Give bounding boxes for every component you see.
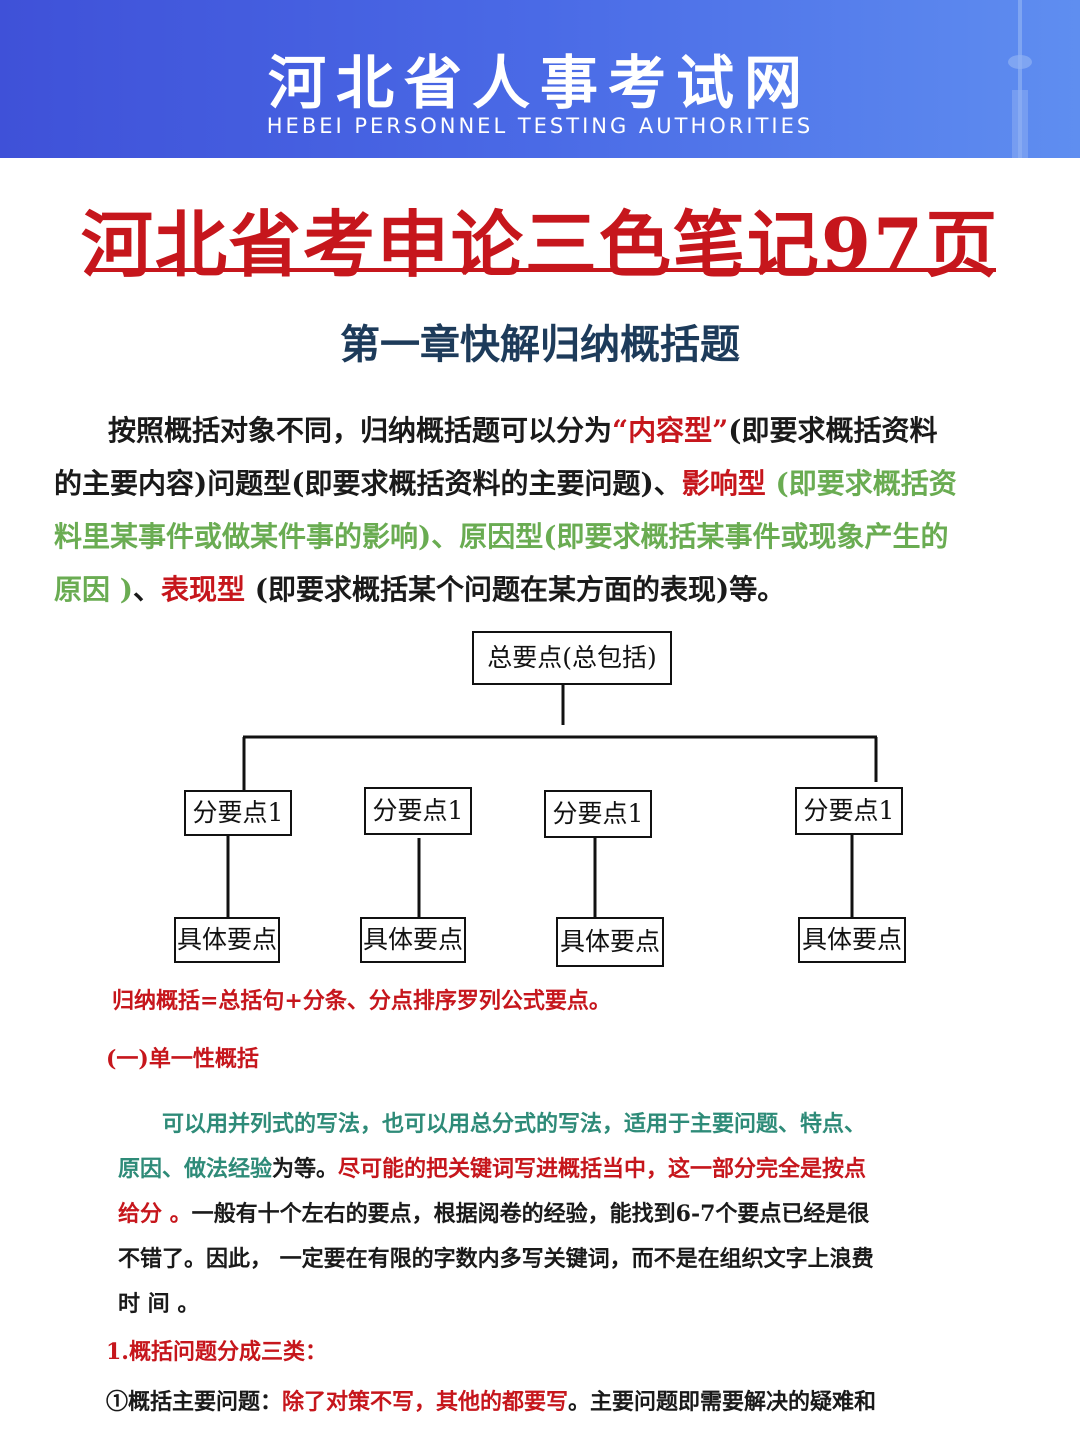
intro-text: (即要求概括资料 — [728, 414, 938, 447]
type-content: “内容型” — [612, 414, 729, 447]
section-heading: (一)单一性概括 — [106, 1046, 259, 1072]
para-text-teal: 可以用并列式的写法，也可以用总分式的写法，适用于主要问题、特点、 — [162, 1111, 867, 1137]
site-banner: 河北省人事考试网 HEBEI PERSONNEL TESTING AUTHORI… — [0, 0, 1080, 158]
site-name-english: HEBEI PERSONNEL TESTING AUTHORITIES — [266, 114, 814, 138]
section-paragraph: 可以用并列式的写法，也可以用总分式的写法，适用于主要问题、特点、 原因、做法经验… — [118, 1102, 1018, 1327]
page-title: 河北省考申论三色笔记97页 — [80, 202, 1000, 287]
diagram-branch-node: 分要点1 — [795, 787, 903, 835]
type-impact: 影响型 — [681, 467, 766, 500]
intro-text: (即要求概括某个问题在某方面的表现)等。 — [245, 573, 786, 606]
title-underline — [86, 268, 996, 272]
diagram-leaf-node: 具体要点 — [556, 917, 664, 967]
diagram-root-node: 总要点(总包括) — [472, 631, 672, 685]
intro-paragraph: 按照概括对象不同，归纳概括题可以分为“内容型”(即要求概括资料 的主要内容)问题… — [54, 404, 1024, 616]
list-item-text: 。主要问题即需要解决的疑难和 — [568, 1389, 877, 1415]
para-text-red: 尽可能的把关键词写进概括当中，这一部分完全是按点 — [338, 1156, 867, 1182]
diagram-leaf-node: 具体要点 — [798, 917, 906, 963]
site-name: 河北省人事考试网 — [267, 49, 812, 117]
intro-text: 按照概括对象不同，归纳概括题可以分为 — [108, 414, 613, 447]
para-text-red: 给分 。 — [118, 1201, 192, 1227]
list-item-label: ①概括主要问题： — [106, 1389, 283, 1415]
diagram-leaf-node: 具体要点 — [174, 917, 280, 963]
intro-text: 的主要内容)问题型(即要求概括资料的主要问题)、 — [54, 467, 682, 500]
para-text: 不错了。因此， 一定要在有限的字数内多写关键词，而不是在组织文字上浪费 — [118, 1246, 874, 1272]
list-item: ①概括主要问题：除了对策不写，其他的都要写。主要问题即需要解决的疑难和 — [106, 1384, 876, 1416]
diagram-branch-node: 分要点1 — [364, 787, 472, 835]
intro-text-green: (即要求概括资 — [765, 467, 957, 500]
diagram-branch-node: 分要点1 — [184, 790, 292, 836]
list-item-emphasis: 除了对策不写，其他的都要写 — [282, 1389, 569, 1415]
diagram-branch-node: 分要点1 — [544, 790, 652, 838]
intro-text-green: 原因 ) — [54, 573, 133, 606]
formula-text: 归纳概括=总括句+分条、分点排序罗列公式要点。 — [112, 988, 611, 1014]
para-text-teal: 原因、做法经验 — [118, 1156, 273, 1182]
para-text: 时 间 。 — [118, 1291, 200, 1317]
para-text: 一般有十个左右的要点，根据阅卷的经验，能找到6-7个要点已经是很 — [191, 1201, 870, 1227]
tv-tower-icon — [1008, 0, 1032, 158]
intro-text-green: 料里某事件或做某件事的影响)、原因型(即要求概括某事件或现象产生的 — [54, 520, 949, 553]
intro-text: 、 — [133, 573, 162, 606]
diagram-leaf-node: 具体要点 — [360, 917, 466, 963]
chapter-title: 第一章快解归纳概括题 — [340, 321, 740, 368]
type-manifestation: 表现型 — [161, 573, 246, 606]
subsection-heading: 1.概括问题分成三类： — [106, 1339, 327, 1365]
para-text: 为等。 — [272, 1156, 339, 1182]
